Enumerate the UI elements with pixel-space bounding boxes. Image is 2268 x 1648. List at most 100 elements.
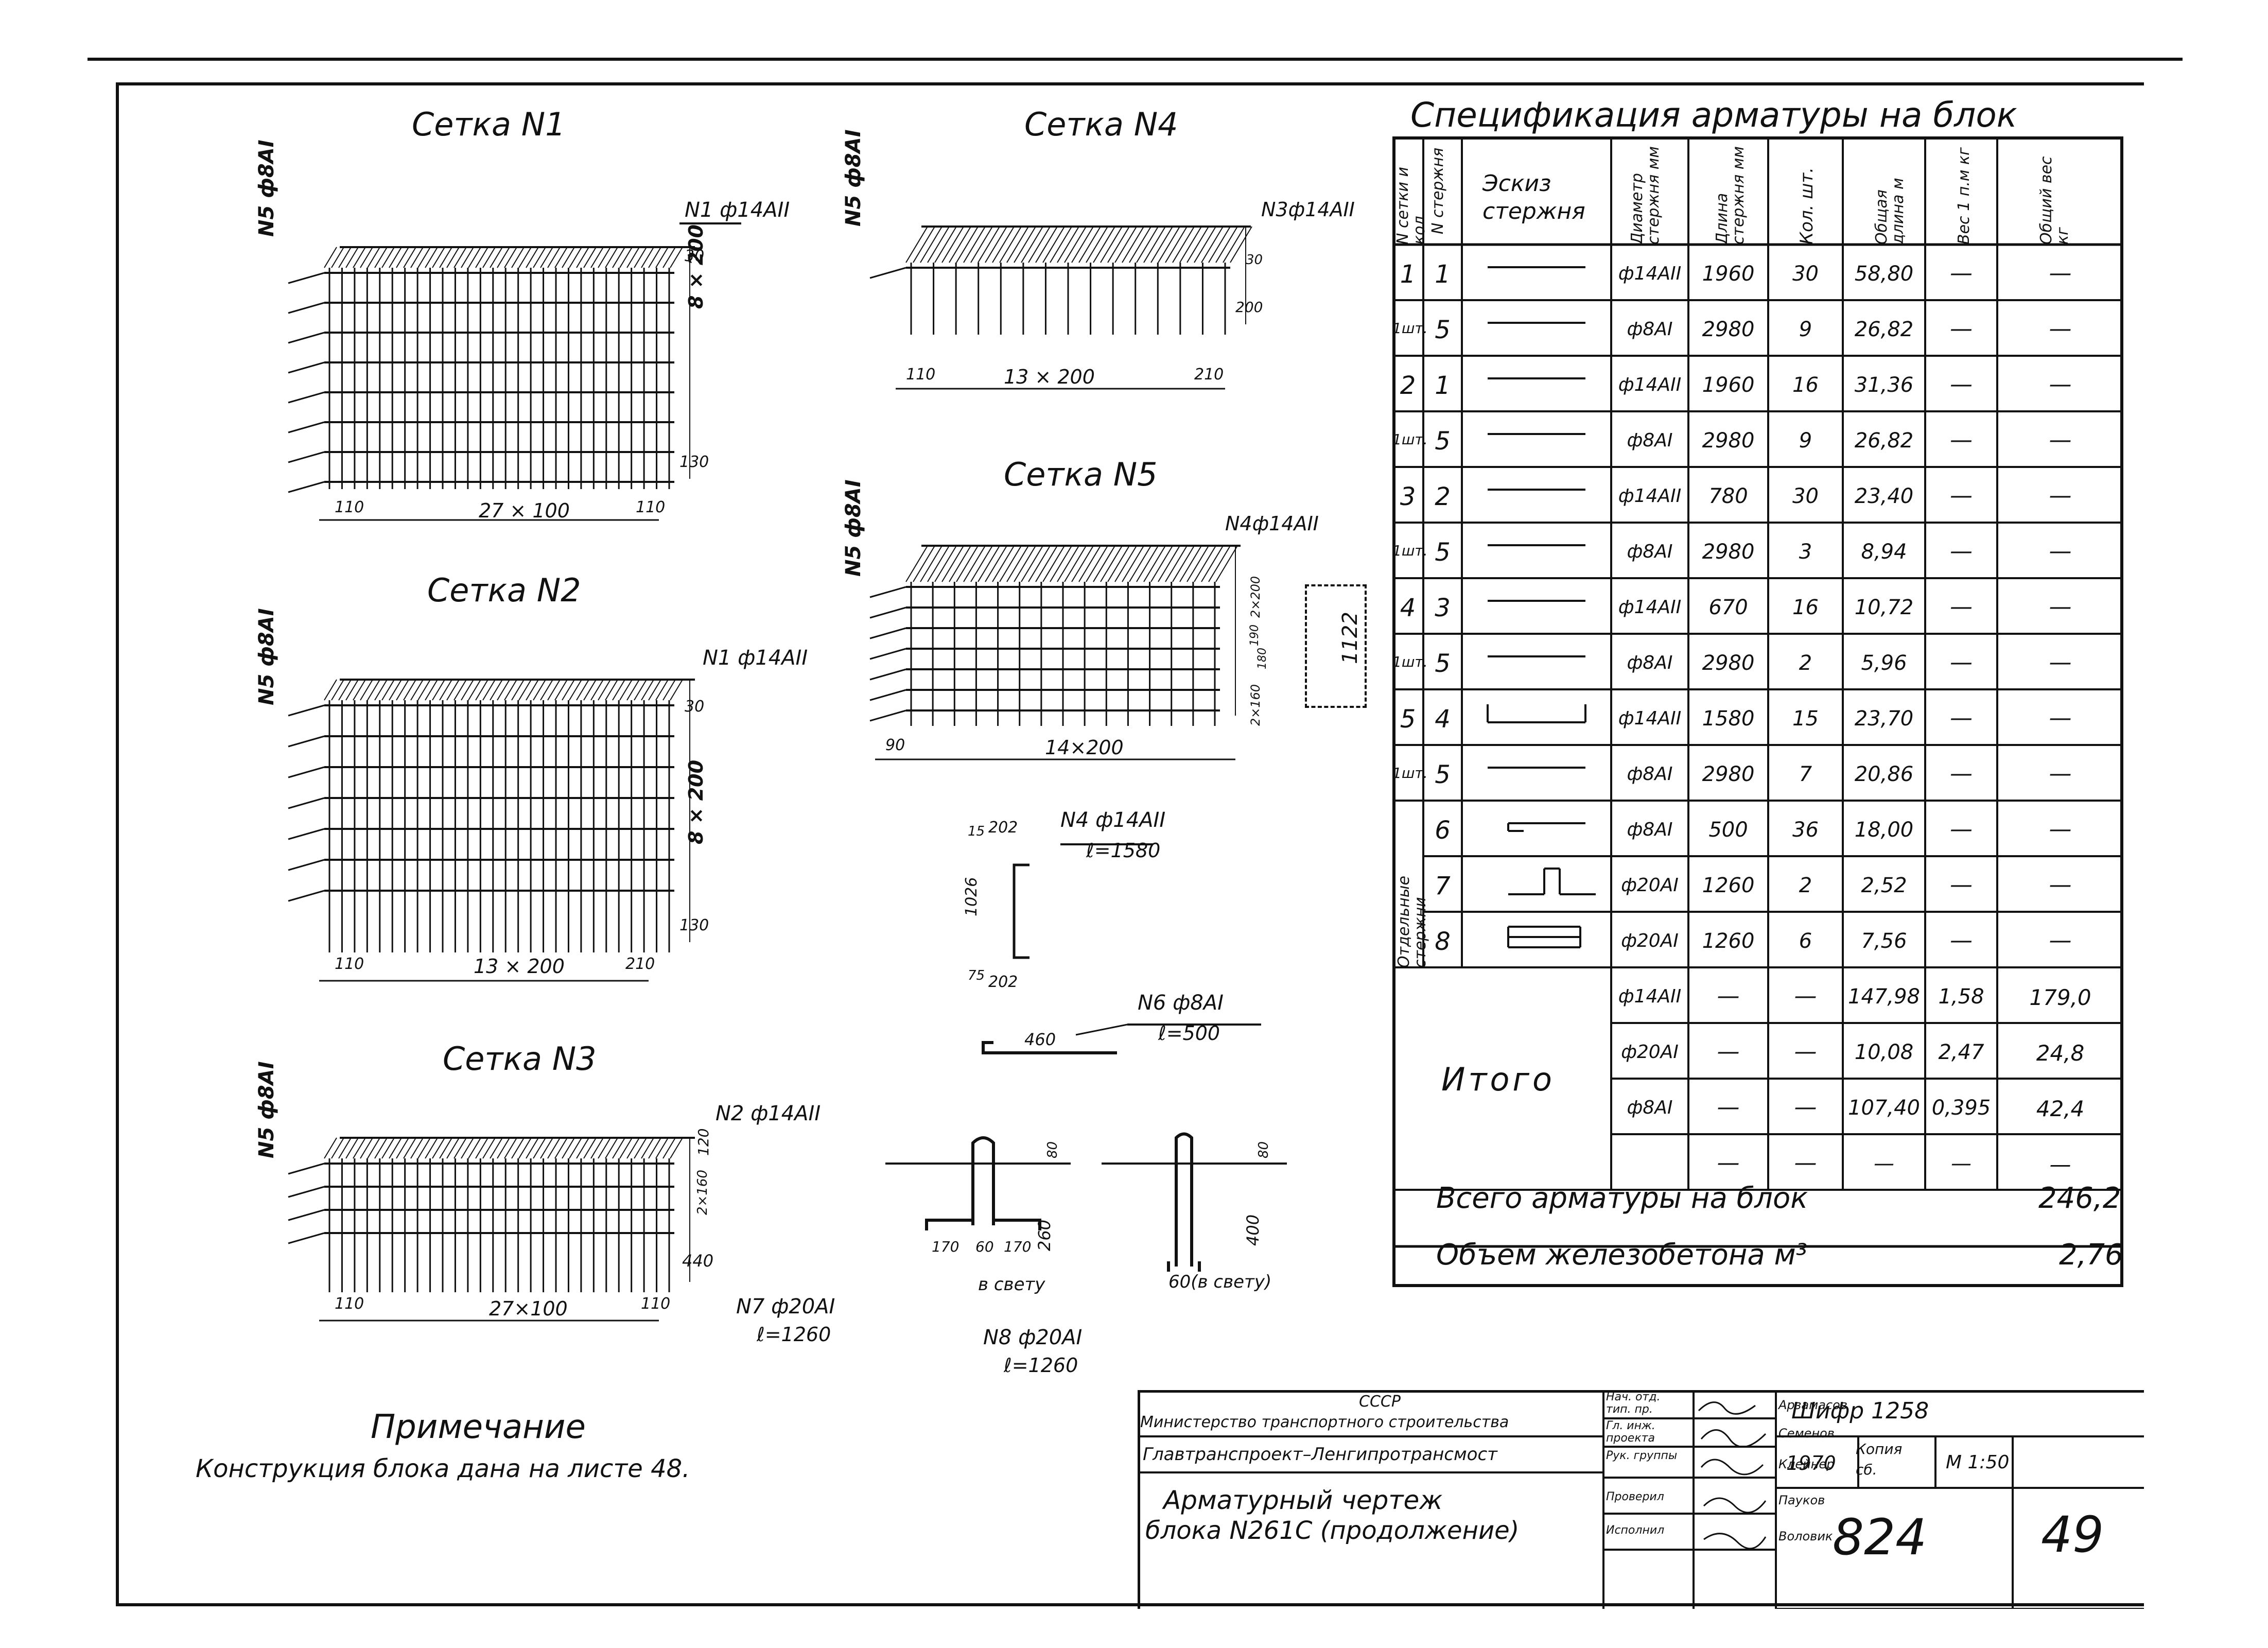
mesh1-drawing [288,222,741,493]
spec-header-len: Длина стержня мм [1713,146,1748,245]
spec-total-w: 1,58 [1938,985,1984,1009]
mesh1-dim-bottom: 27 × 100 [479,499,570,522]
spec-cell-total: 31,36 [1854,373,1914,397]
spec-total-qty: — [1794,1150,1817,1176]
mesh2-dim-bot: 130 [679,916,709,934]
spec-cell-w: — [1950,649,1973,675]
stamp-role-3: Рук. группы [1606,1449,1678,1462]
spec-cell-set: 4 [1400,594,1416,622]
mesh5-main-label: N4ф14AII [1225,512,1319,535]
stamp-scale: М 1:50 [1946,1452,2010,1473]
spec-cell-pos: 2 [1435,482,1451,511]
spec-cell-pos: 7 [1435,872,1451,900]
spec-cell-pos: 1 [1435,371,1451,400]
mesh3-side-label: N5 ф8AI [255,1061,278,1158]
spec-cell-len: 670 [1708,596,1748,619]
spec-cell-set: 2 [1400,371,1416,400]
spec-cell-total: 18,00 [1854,818,1914,842]
bar-n8-top: 80 [1256,1141,1271,1158]
stamp-copy: Копия сб. [1856,1441,1903,1478]
spec-cell-total: 10,72 [1854,596,1914,619]
spec-cell-total: 2,52 [1861,874,1907,897]
mesh4-dim-top: 30 [1246,252,1263,268]
mesh1-title: Сетка N1 [412,106,566,143]
spec-cell-dia: ф8AI [1627,764,1673,785]
mesh4-dim-v: 200 [1235,299,1263,316]
mesh5-side-dim: 1122 [1338,612,1362,664]
spec-cell-pos: 6 [1435,816,1451,845]
spec-cell-qty: 30 [1792,484,1819,508]
mesh2-side-label: N5 ф8AI [255,608,278,705]
mesh5-dim-left: 90 [885,736,905,754]
spec-cell-tw: — [2049,760,2072,787]
bar-n7-height: 260 [1035,1219,1054,1251]
stamp-sheet: 49 [2041,1506,2104,1564]
spec-total-len: — [1717,1038,1740,1065]
mesh3-dim-bottom: 27×100 [489,1297,568,1320]
spec-header-qty: Кол. шт. [1796,167,1817,245]
mesh4-dim-right: 210 [1194,366,1224,384]
spec-total-dia: ф20AI [1621,1042,1679,1063]
spec-total-tw: 24,8 [2036,1040,2085,1066]
mesh2-dim-bottom: 13 × 200 [474,955,565,978]
stamp-cipher: Шифр 1258 [1791,1398,1929,1424]
spec-cell-w: — [1950,538,1973,564]
spec-header-set: N сетки и кол. [1394,166,1428,245]
spec-cell-qty: 16 [1792,373,1819,397]
spec-cell-len: 2980 [1702,429,1755,453]
stamp-title1: Арматурный чертеж [1163,1485,1443,1515]
note-text: Конструкция блока дана на листе 48. [196,1454,690,1483]
stamp-org1: СССР [1359,1393,1401,1411]
spec-cell-tw: — [2049,482,2072,509]
bar-n6-sketch [982,1024,1261,1054]
spec-total-qty: — [1794,1038,1817,1065]
spec-cell-set: 1шт. [1392,542,1428,559]
spec-cell-pos: 5 [1435,649,1451,678]
spec-grand-value: 246,2 [2038,1182,2121,1215]
spec-total-len: — [1717,1094,1740,1120]
mesh4-dim-bottom: 13 × 200 [1004,366,1095,388]
mesh1-dim-v: 8 × 200 [685,224,707,309]
mesh5-dim-v3: 180 [1256,648,1269,669]
spec-total-label: Итого [1441,1061,1555,1098]
bar-n7-label: N7 ф20AI [736,1295,835,1319]
mesh4-side-label: N5 ф8AI [842,129,865,227]
spec-cell-qty: 7 [1799,762,1812,786]
spec-cell-dia: ф8AI [1627,652,1673,673]
bar-n8-sketch [1102,1132,1287,1272]
stamp-name-2: Семенов [1778,1426,1835,1441]
bar-n8-label: N8 ф20AI [983,1326,1083,1349]
spec-total-tw: 42,4 [2036,1096,2085,1121]
mesh1-dim-bot: 130 [679,453,709,471]
spec-cell-tw: — [2049,927,2072,953]
mesh4-dim-left: 110 [906,366,936,384]
frame [116,82,2144,1606]
spec-cell-qty: 2 [1799,874,1812,897]
spec-grand-label: Всего арматуры на блок [1436,1182,1808,1215]
mesh5-dim-v4: 190 [1248,624,1261,646]
mesh5-dim-bottom: 14×200 [1045,736,1124,759]
spec-cell-qty: 30 [1792,262,1819,286]
mesh1-dim-right: 110 [636,498,666,516]
spec-cell-pos: 3 [1435,594,1451,622]
stamp-role-5: Исполнил [1606,1524,1665,1537]
spec-cell-qty: 9 [1799,429,1812,453]
bar-n8-clear: 60(в свету) [1168,1272,1272,1292]
spec-cell-dia: ф8AI [1627,430,1673,451]
stamp-role-2: Гл. инж. проекта [1606,1419,1655,1445]
spec-cell-total: 23,70 [1854,707,1914,731]
spec-cell-qty: 16 [1792,596,1819,619]
spec-cell-qty: 36 [1792,818,1819,842]
spec-cell-dia: ф14AII [1618,485,1682,507]
spec-cell-total: 7,56 [1861,929,1907,953]
spec-cell-pos: 5 [1435,427,1451,456]
spec-cell-total: 26,82 [1854,318,1914,341]
spec-cell-w: — [1950,705,1973,731]
spec-cell-len: 2980 [1702,540,1755,564]
spec-cell-qty: 15 [1792,707,1819,731]
spec-total-len: — [1717,983,1740,1009]
spec-header-pos: N стержня [1429,147,1447,234]
spec-cell-len: 2980 [1702,318,1755,341]
spec-cell-tw: — [2049,427,2072,453]
spec-cell-tw: — [2049,594,2072,620]
